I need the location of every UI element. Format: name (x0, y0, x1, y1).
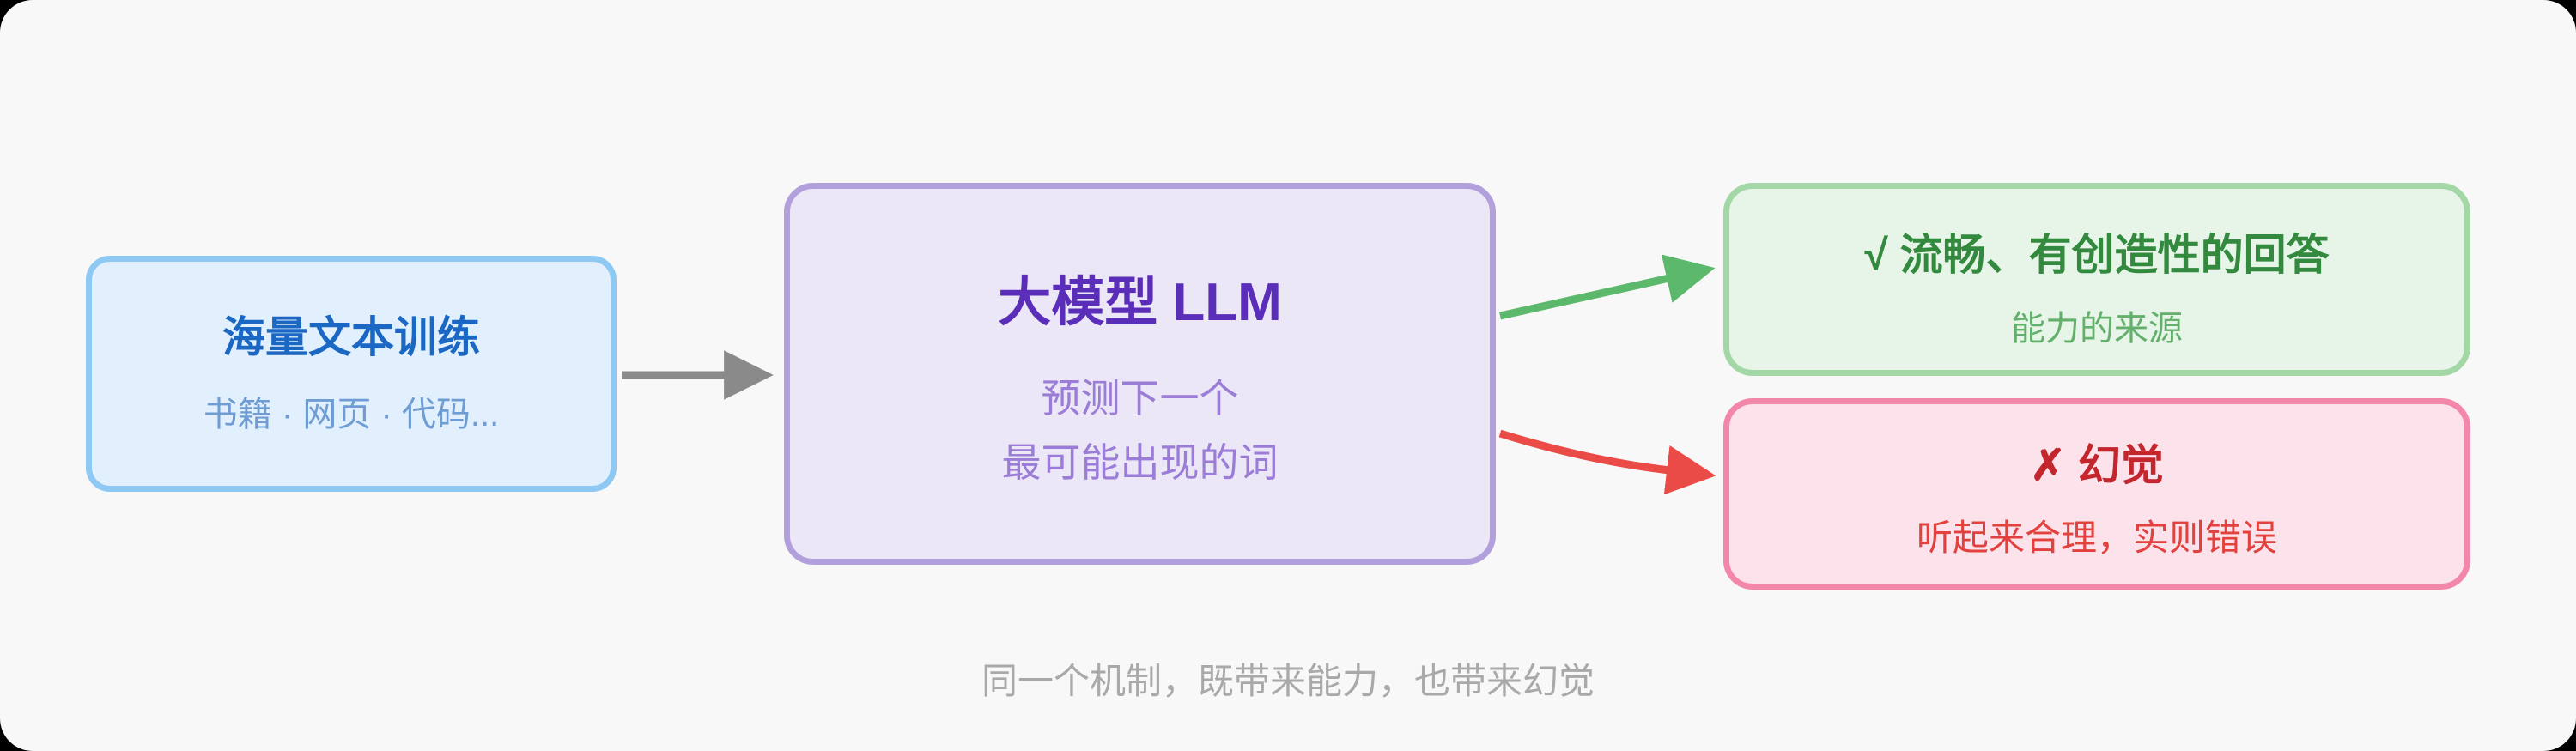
node-fluent-title: √ 流畅、有创造性的回答 (1864, 231, 2330, 279)
node-llm-subtitle-line2: 最可能出现的词 (1001, 440, 1279, 485)
node-training-title: 海量文本训练 (222, 313, 480, 361)
node-fluent-answers: √ 流畅、有创造性的回答 能力的来源 (1723, 183, 2470, 376)
node-hallucination-subtitle: 听起来合理，实则错误 (1916, 518, 2277, 558)
node-llm-subtitle: 预测下一个 最可能出现的词 (1002, 366, 1279, 495)
node-llm-subtitle-line1: 预测下一个 (1041, 376, 1239, 421)
diagram-caption: 同一个机制，既带来能力，也带来幻觉 (981, 661, 1595, 701)
node-fluent-subtitle: 能力的来源 (2011, 310, 2183, 348)
node-training-subtitle: 书籍 · 网页 · 代码... (203, 396, 500, 433)
node-llm: 大模型 LLM 预测下一个 最可能出现的词 (784, 183, 1496, 565)
node-training-data: 海量文本训练 书籍 · 网页 · 代码... (86, 256, 617, 492)
node-llm-title: 大模型 LLM (998, 273, 1282, 333)
node-hallucination-title: ✗ 幻觉 (2030, 441, 2164, 489)
node-hallucination: ✗ 幻觉 听起来合理，实则错误 (1723, 398, 2470, 590)
